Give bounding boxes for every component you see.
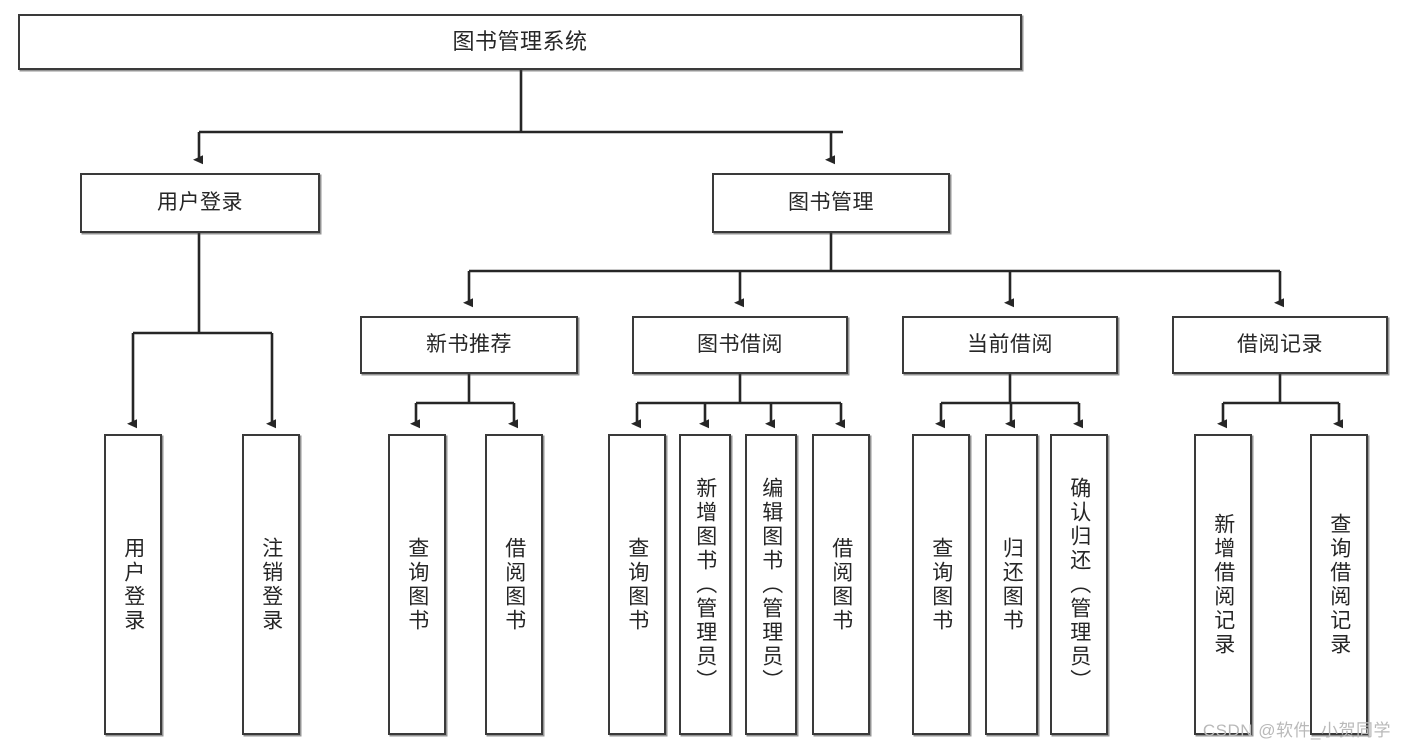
node-new-book-recommendation[interactable]: 新书推荐 xyxy=(360,316,578,374)
node-root-book-management-system[interactable]: 图书管理系统 xyxy=(18,14,1022,70)
node-leaf-borrow-books[interactable]: 借阅图书 xyxy=(812,434,870,735)
node-label: 图书管理系统 xyxy=(452,28,588,54)
node-label: 借阅图书 xyxy=(502,536,526,633)
node-label: 当前借阅 xyxy=(967,333,1053,357)
node-leaf-borrow-books-new[interactable]: 借阅图书 xyxy=(485,434,543,735)
node-label: 查询图书 xyxy=(405,536,429,633)
node-leaf-edit-book-admin[interactable]: 编辑图书（管理员） xyxy=(745,434,797,735)
node-user-login[interactable]: 用户登录 xyxy=(80,173,320,233)
node-label: 查询图书 xyxy=(625,536,649,633)
node-label: 用户登录 xyxy=(121,536,145,633)
node-leaf-confirm-return-admin[interactable]: 确认归还（管理员） xyxy=(1050,434,1108,735)
node-label: 用户登录 xyxy=(157,191,243,215)
node-label: 归还图书 xyxy=(1000,536,1024,633)
node-label: 查询图书 xyxy=(929,536,953,633)
node-label: 查询借阅记录 xyxy=(1327,512,1351,657)
node-borrowing-records[interactable]: 借阅记录 xyxy=(1172,316,1388,374)
node-label: 新增借阅记录 xyxy=(1211,512,1235,657)
node-leaf-query-books-borrow[interactable]: 查询图书 xyxy=(608,434,666,735)
node-leaf-query-books-current[interactable]: 查询图书 xyxy=(912,434,970,735)
node-label: 新书推荐 xyxy=(426,333,512,357)
node-book-management[interactable]: 图书管理 xyxy=(712,173,950,233)
node-leaf-query-books-new[interactable]: 查询图书 xyxy=(388,434,446,735)
node-label: 编辑图书（管理员） xyxy=(759,476,783,693)
node-label: 新增图书（管理员） xyxy=(693,476,717,693)
node-label: 确认归还（管理员） xyxy=(1067,476,1091,693)
node-leaf-add-borrow-record[interactable]: 新增借阅记录 xyxy=(1194,434,1252,735)
node-leaf-query-borrow-record[interactable]: 查询借阅记录 xyxy=(1310,434,1368,735)
node-leaf-user-login[interactable]: 用户登录 xyxy=(104,434,162,735)
node-label: 图书管理 xyxy=(788,191,874,215)
node-label: 借阅图书 xyxy=(829,536,853,633)
watermark-text: CSDN @软件_小贺同学 xyxy=(1202,721,1391,740)
node-leaf-add-book-admin[interactable]: 新增图书（管理员） xyxy=(679,434,731,735)
node-label: 图书借阅 xyxy=(697,333,783,357)
node-leaf-logout[interactable]: 注销登录 xyxy=(242,434,300,735)
node-current-borrowing[interactable]: 当前借阅 xyxy=(902,316,1118,374)
node-leaf-return-books[interactable]: 归还图书 xyxy=(985,434,1038,735)
node-book-borrowing[interactable]: 图书借阅 xyxy=(632,316,848,374)
node-label: 注销登录 xyxy=(259,536,283,633)
node-label: 借阅记录 xyxy=(1237,333,1323,357)
